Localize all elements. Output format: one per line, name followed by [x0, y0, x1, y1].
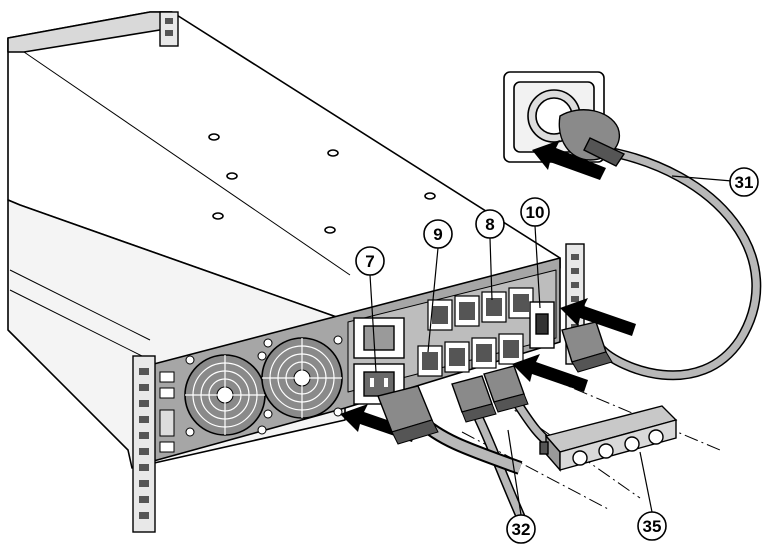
callout-8-label: 8	[485, 215, 494, 234]
input-circuit-breaker	[529, 301, 555, 349]
arrow-to-breaker	[560, 298, 636, 336]
cooling-fans	[184, 335, 343, 437]
arrow-to-outputs	[512, 354, 588, 392]
programmable-sockets-group	[417, 333, 524, 377]
callout-35-label: 35	[643, 517, 662, 536]
communication-ports	[159, 371, 175, 453]
callout-10: 10	[520, 197, 550, 227]
fan-left	[184, 351, 267, 437]
callout-8: 8	[475, 209, 505, 239]
callout-31: 31	[729, 167, 759, 197]
cable-retention-bracket	[539, 405, 678, 472]
fan-right	[261, 335, 343, 419]
ac-input-socket	[363, 371, 395, 397]
arrow-to-wall	[532, 140, 606, 180]
output-sockets-group	[427, 287, 534, 331]
input-power-cord	[377, 385, 523, 475]
callout-9-label: 9	[433, 225, 442, 244]
wall-plug	[558, 109, 626, 167]
callout-32: 32	[506, 514, 536, 544]
callout-7: 7	[355, 246, 385, 276]
rack-rail-left	[132, 355, 156, 533]
leader-lines	[369, 175, 745, 516]
mains-cable	[561, 145, 762, 381]
callout-35: 35	[637, 511, 667, 541]
callout-10-label: 10	[526, 203, 545, 222]
rack-rail-top	[159, 11, 179, 47]
callout-7-label: 7	[365, 252, 374, 271]
callout-32-label: 32	[512, 520, 531, 539]
callout-31-label: 31	[735, 173, 754, 192]
callout-9: 9	[423, 219, 453, 249]
